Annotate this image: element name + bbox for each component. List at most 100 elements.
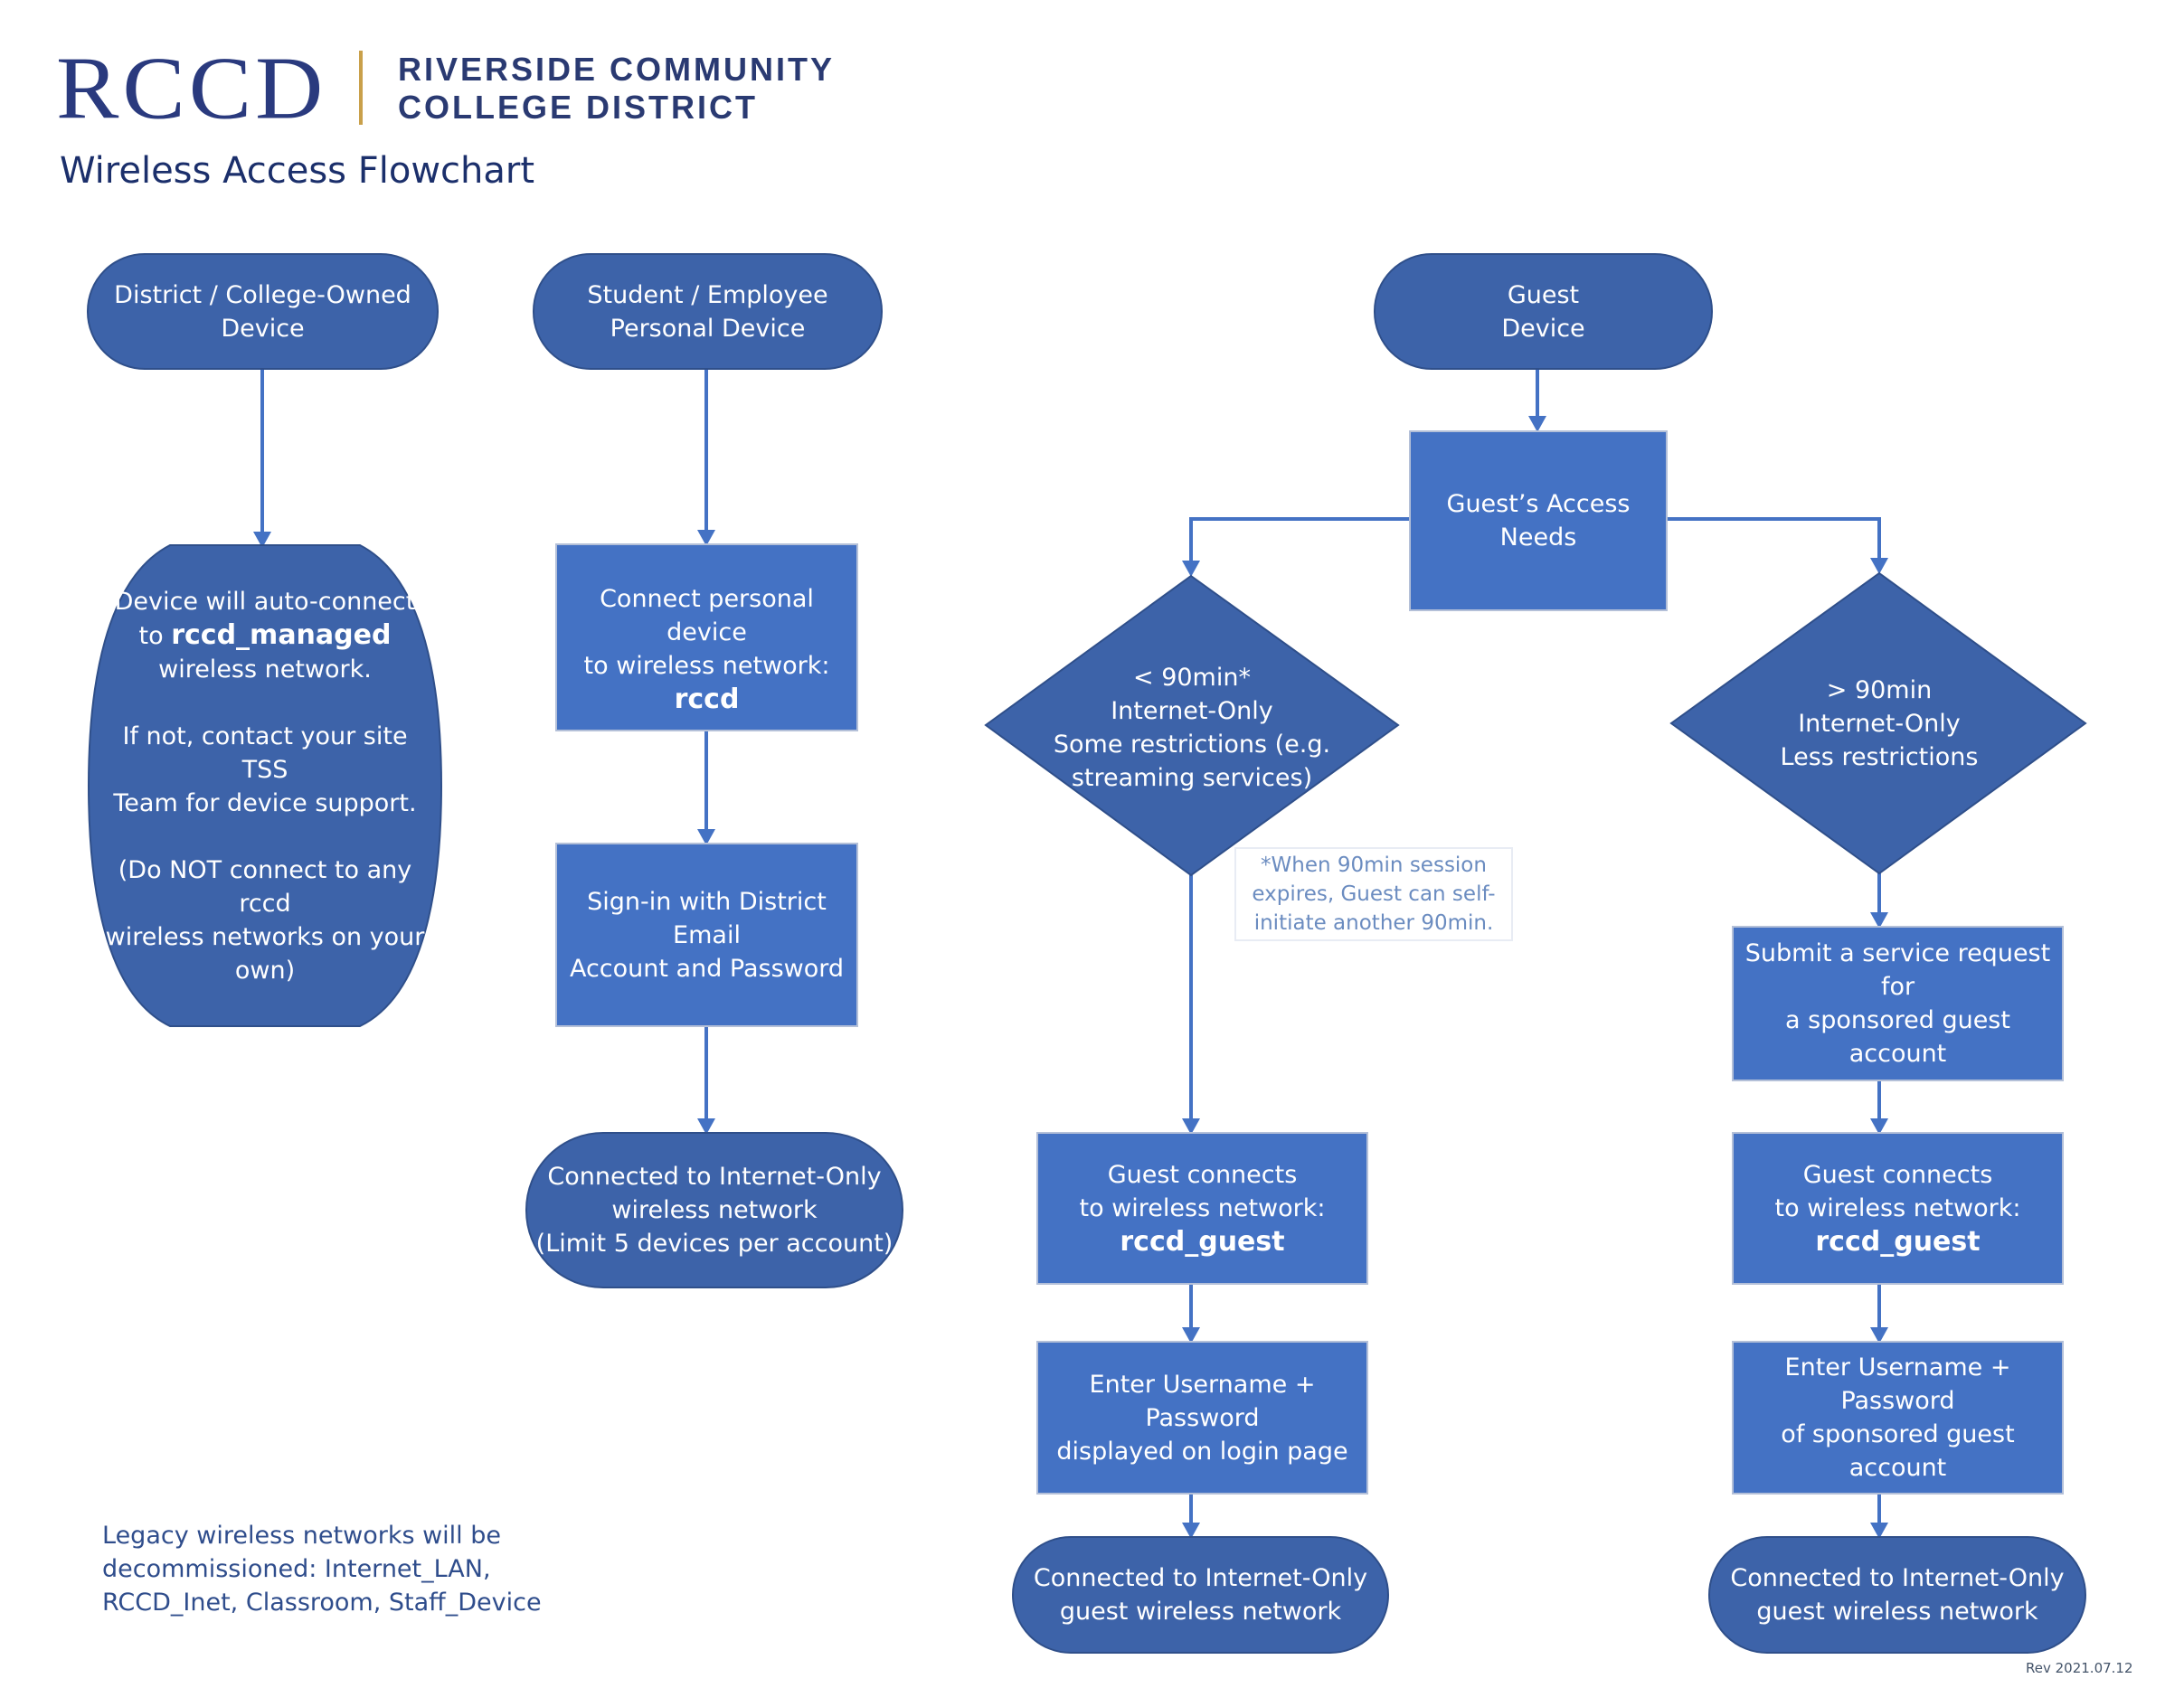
personal-start-line2: Personal Device xyxy=(610,314,806,343)
short-end-line2: guest wireless network xyxy=(1059,1598,1342,1626)
personal-step2-node: Sign-in with District Email Account and … xyxy=(556,844,857,1026)
short-decision-line4: streaming services) xyxy=(1071,764,1313,792)
long-decision-line3: Less restrictions xyxy=(1780,742,1979,771)
personal-step2-line1: Sign-in with District Email xyxy=(587,887,827,949)
footnote-line3: initiate another 90min. xyxy=(1253,911,1494,935)
long-request-line2: a sponsored guest account xyxy=(1785,1006,2010,1068)
guest-start-terminator: Guest Device xyxy=(1375,254,1712,369)
long-decision-line1: > 90min xyxy=(1826,675,1933,704)
connector-needs-to-short xyxy=(1189,517,1410,565)
arrowhead-icon xyxy=(1870,558,1888,574)
logo-divider xyxy=(359,51,363,125)
legacy-note-line2: decommissioned: Internet_LAN, xyxy=(102,1555,491,1583)
owned-start-line2: Device xyxy=(221,314,305,343)
long-end-line1: Connected to Internet-Only xyxy=(1730,1564,2065,1592)
arrowhead-icon xyxy=(1870,1118,1888,1135)
long-end-line2: guest wireless network xyxy=(1756,1598,2038,1626)
short-end-line1: Connected to Internet-Only xyxy=(1033,1564,1368,1592)
long-login-line2: of sponsored guest account xyxy=(1781,1420,2015,1482)
short-decision-line1: < 90min* xyxy=(1133,664,1251,692)
network-name-rccd-managed: rccd_managed xyxy=(171,618,392,651)
long-request-shape xyxy=(1732,926,2064,1081)
personal-step1-node: Connect personal device to wireless netw… xyxy=(556,544,857,731)
network-name-rccd-guest: rccd_guest xyxy=(1815,1226,1981,1258)
personal-end-shape xyxy=(525,1132,903,1288)
footnote-line2: expires, Guest can self- xyxy=(1252,882,1496,906)
long-end-terminator: Connected to Internet-Only guest wireles… xyxy=(1709,1537,2085,1653)
short-end-shape xyxy=(1012,1536,1389,1654)
arrowhead-icon xyxy=(1870,1327,1888,1344)
guest-start-shape xyxy=(1374,253,1713,370)
owned-result-line7: wireless networks on your xyxy=(105,922,425,951)
long-connect-shape xyxy=(1732,1132,2064,1285)
short-connect-line1: Guest connects xyxy=(1107,1161,1298,1189)
long-decision-line2: Internet-Only xyxy=(1798,709,1961,738)
short-connect-shape xyxy=(1036,1132,1368,1285)
long-request-node: Submit a service request for a sponsored… xyxy=(1733,927,2063,1080)
arrowhead-icon xyxy=(697,829,715,845)
owned-result-line4: If not, contact your site TSS xyxy=(122,721,408,784)
personal-step1-line1: Connect personal device xyxy=(600,585,814,646)
guest-start-line2: Device xyxy=(1501,314,1585,343)
arrowhead-icon xyxy=(1182,1523,1200,1539)
arrowhead-icon xyxy=(1870,912,1888,929)
short-login-node: Enter Username + Password displayed on l… xyxy=(1037,1342,1367,1494)
long-login-node: Enter Username + Password of sponsored g… xyxy=(1733,1342,2063,1494)
short-end-terminator: Connected to Internet-Only guest wireles… xyxy=(1013,1537,1388,1653)
arrowhead-icon xyxy=(697,1118,715,1135)
guest-needs-shape xyxy=(1409,430,1668,611)
long-login-shape xyxy=(1732,1341,2064,1495)
legacy-note-line3: RCCD_Inet, Classroom, Staff_Device xyxy=(102,1589,542,1617)
arrowhead-icon xyxy=(1182,561,1200,577)
short-stay-decision: < 90min* Internet-Only Some restrictions… xyxy=(1022,624,1362,832)
short-login-line2: displayed on login page xyxy=(1056,1437,1348,1466)
owned-result-line2: to rccd_managed xyxy=(96,618,434,653)
guest-access-needs-label: Guest’s Access Needs xyxy=(1446,490,1631,552)
long-login-line1: Enter Username + Password xyxy=(1784,1353,2011,1415)
owned-result-line1: Device will auto-connect xyxy=(114,587,416,616)
legacy-note-line1: Legacy wireless networks will be xyxy=(102,1522,502,1550)
network-name-rccd: rccd xyxy=(674,684,740,715)
guest-start-line1: Guest xyxy=(1507,280,1580,309)
personal-start-line1: Student / Employee xyxy=(587,280,828,309)
short-connect-node: Guest connects to wireless network: rccd… xyxy=(1037,1133,1367,1284)
personal-end-line1: Connected to Internet-Only xyxy=(547,1163,882,1191)
arrowhead-icon xyxy=(253,532,271,548)
long-decision-shape xyxy=(1669,571,2087,875)
owned-result-shape xyxy=(87,544,443,1027)
long-request-line1: Submit a service request for xyxy=(1744,939,2051,1001)
arrowhead-icon xyxy=(1528,416,1546,432)
connector-needs-to-long xyxy=(1667,517,1881,562)
arrowhead-icon xyxy=(1182,1327,1200,1344)
short-login-shape xyxy=(1036,1341,1368,1495)
owned-result-node: Device will auto-connect to rccd_managed… xyxy=(89,545,441,1026)
short-decision-line3: Some restrictions (e.g. xyxy=(1053,731,1331,759)
network-name-rccd-guest: rccd_guest xyxy=(1120,1226,1285,1258)
owned-start-terminator: District / College-Owned Device xyxy=(88,254,438,369)
long-connect-node: Guest connects to wireless network: rccd… xyxy=(1733,1133,2063,1284)
short-decision-line2: Internet-Only xyxy=(1111,697,1273,725)
owned-result-line2-prefix: to xyxy=(138,621,172,650)
short-login-line1: Enter Username + Password xyxy=(1089,1370,1316,1432)
owned-result-line6: (Do NOT connect to any rccd xyxy=(118,855,412,918)
owned-result-line5: Team for device support. xyxy=(113,788,417,817)
arrowhead-icon xyxy=(697,530,715,546)
spacer xyxy=(96,820,434,853)
org-name-line1: RIVERSIDE COMMUNITY xyxy=(398,51,836,88)
personal-step2-shape xyxy=(555,843,858,1027)
personal-step1-line2: to wireless network: xyxy=(583,652,830,680)
short-decision-shape xyxy=(984,574,1400,877)
footnote-line1: *When 90min session xyxy=(1261,853,1487,877)
personal-end-line2: wireless network xyxy=(611,1196,818,1224)
owned-start-shape xyxy=(87,253,439,370)
org-name: RIVERSIDE COMMUNITY COLLEGE DISTRICT xyxy=(398,51,835,127)
spacer xyxy=(96,686,434,720)
personal-start-terminator: Student / Employee Personal Device xyxy=(534,254,882,369)
personal-start-shape xyxy=(533,253,883,370)
org-name-line2: COLLEGE DISTRICT xyxy=(398,89,758,126)
arrowhead-icon xyxy=(1870,1523,1888,1539)
personal-end-terminator: Connected to Internet-Only wireless netw… xyxy=(526,1133,903,1287)
long-connect-line1: Guest connects xyxy=(1802,1161,1993,1189)
revision-label: Rev 2021.07.12 xyxy=(2026,1660,2133,1676)
